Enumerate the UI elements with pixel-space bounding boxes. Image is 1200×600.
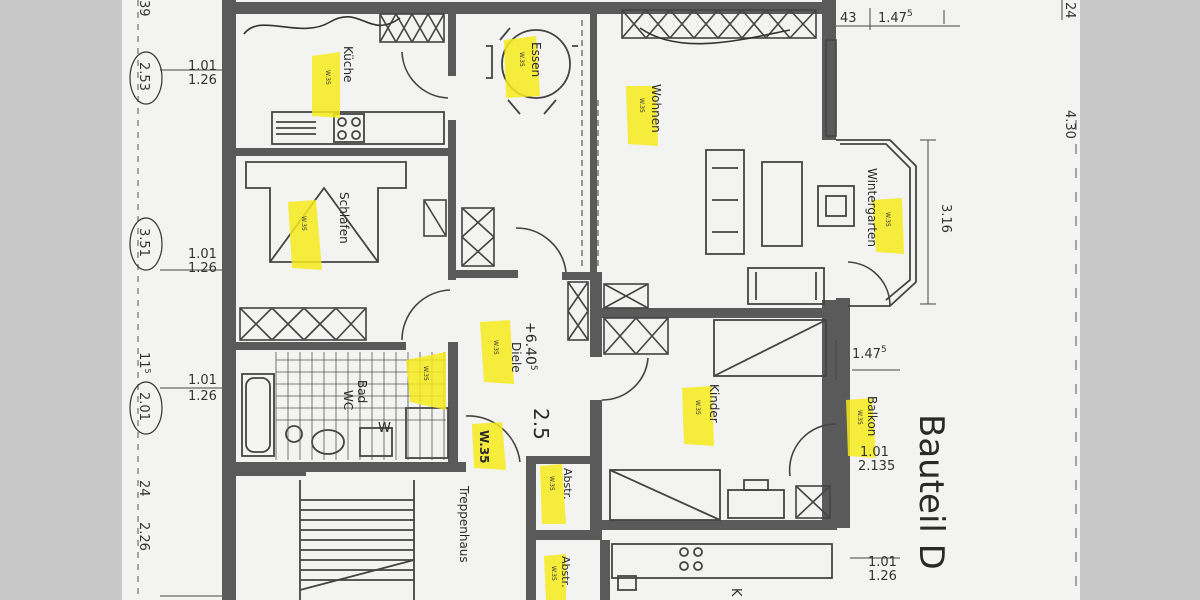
- dimension-lines: [129, 0, 1077, 600]
- room-label-wintergarten: Wintergarten: [865, 168, 879, 247]
- room-label-abstr-2: Abstr.: [559, 556, 572, 588]
- dim-left-win1-b: 1.26: [188, 73, 217, 88]
- interior-walls: [226, 14, 837, 600]
- window-boxes: [239, 9, 837, 519]
- dim-left-win1-a: 1.01: [188, 59, 217, 74]
- tag-treppenhaus: W.35: [477, 430, 491, 464]
- dim-wintergarten-height: 3.16: [938, 204, 953, 233]
- dim-balkon-b: 2.135: [858, 459, 895, 474]
- furniture: [241, 27, 917, 600]
- dim-top-c: 24: [1062, 2, 1077, 19]
- highlight-tags: W.35 W.35 W.35 W.35 W.35 W.35 W.35 W.35 …: [300, 52, 891, 581]
- dim-left-115: 115: [136, 352, 152, 374]
- tag-wohnen: W.35: [638, 98, 645, 113]
- misc-marks: +6.405 W 2.5 Bauteil D: [378, 322, 951, 570]
- dim-circled-3: 2.01: [136, 392, 151, 421]
- room-label-schlafen: Schlafen: [337, 192, 351, 244]
- dim-right-top: 4.30: [1062, 110, 1077, 139]
- tag-schlafen: W.35: [300, 216, 307, 231]
- dim-circled-2: 3.51: [136, 228, 151, 257]
- room-label-partial: K: [728, 588, 743, 597]
- scribble-top-left: [243, 16, 401, 35]
- tag-kinder: W.35: [694, 400, 701, 415]
- dim-top-left: 39: [136, 0, 151, 17]
- dim-left-win2-a: 1.01: [188, 247, 217, 262]
- room-label-abstr-1: Abstr.: [561, 468, 574, 500]
- tag-wintergarten: W.35: [884, 212, 891, 227]
- room-label-kueche: Küche: [341, 46, 355, 82]
- scribble-top-right: [639, 27, 791, 45]
- bathroom-tiles: [275, 352, 446, 460]
- tag-abstr-2: W.35: [550, 566, 557, 581]
- tag-balkon: W.35: [856, 410, 863, 425]
- tag-kueche: W.35: [324, 70, 331, 85]
- dim-left-win3-b: 1.26: [188, 389, 217, 404]
- room-label-balkon: Balkon: [865, 396, 879, 436]
- dim-bottom-right-b: 1.26: [868, 569, 897, 584]
- room-label-treppenhaus: Treppenhaus: [457, 485, 471, 563]
- room-label-wohnen: Wohnen: [649, 84, 663, 133]
- dim-bottom-right-a: 1.01: [868, 555, 897, 570]
- room-label-diele: Diele: [509, 342, 523, 373]
- dim-left-win3-a: 1.01: [188, 373, 217, 388]
- dim-mid-right: 1.475: [852, 345, 887, 362]
- dashed-lines: [581, 20, 599, 270]
- drawing-title: Bauteil D: [911, 414, 951, 570]
- highlight-marks: [288, 36, 904, 600]
- dim-left-win2-b: 1.26: [188, 261, 217, 276]
- handwritten-note: 2.5: [529, 408, 553, 440]
- dim-top-a: 43: [840, 11, 857, 26]
- dim-left-24: 24: [136, 480, 151, 497]
- exterior-walls: [222, 0, 850, 600]
- room-label-bad: Bad: [355, 380, 369, 403]
- tag-essen: W.35: [518, 52, 525, 67]
- tag-abstr-1: W.35: [548, 476, 555, 491]
- room-labels: Küche Essen Wohnen Schlafen Wintergarten…: [337, 42, 879, 597]
- room-label-wc: WC: [341, 390, 355, 410]
- tag-bad: W.35: [422, 366, 429, 381]
- w-letter: W: [378, 421, 391, 436]
- dim-circled-1: 2.53: [136, 62, 151, 91]
- dimension-labels: 43 1.475 24 39 4.30 3.16 1.475 1.01 2.13…: [136, 0, 1077, 584]
- room-label-kinder: Kinder: [707, 384, 721, 423]
- elevation-mark: +6.405: [522, 322, 538, 371]
- dim-left-226: 2.26: [136, 522, 151, 551]
- dim-top-b: 1.475: [878, 9, 913, 26]
- dim-balkon-a: 1.01: [860, 445, 889, 460]
- room-label-essen: Essen: [529, 42, 543, 77]
- tag-diele: W.35: [492, 340, 499, 355]
